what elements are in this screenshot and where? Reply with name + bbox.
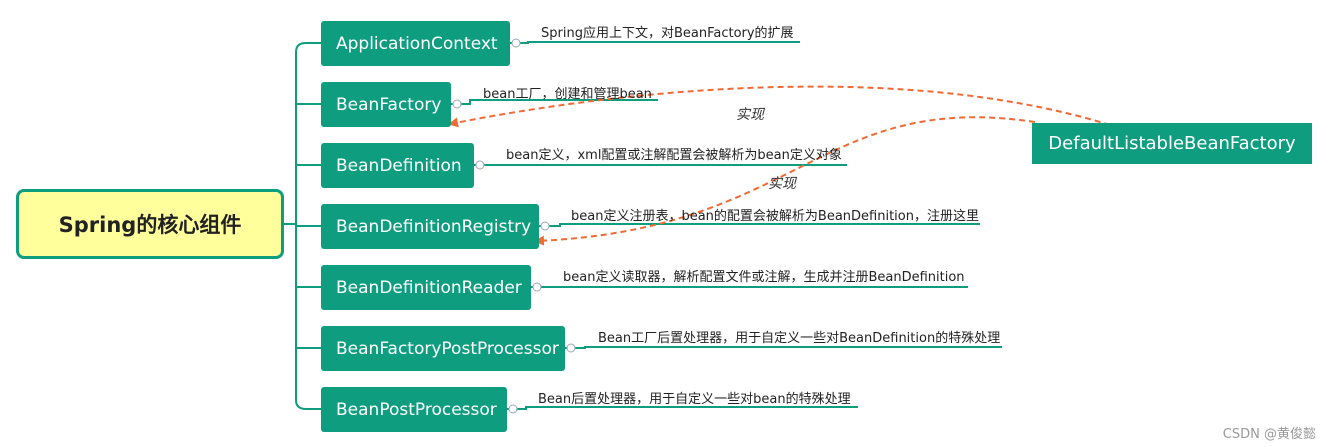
desc-bean-factory: bean工厂，创建和管理bean [483,87,652,102]
node-bean-definition-reader[interactable]: BeanDefinitionReader [321,265,531,310]
desc-application-context: Spring应用上下文，对BeanFactory的扩展 [541,26,794,41]
node-bean-factory-post-processor[interactable]: BeanFactoryPostProcessor [321,326,565,371]
desc-bean-definition-reader: bean定义读取器，解析配置文件或注解，生成并注册BeanDefinition [563,270,965,285]
relation-label-implements-1: 实现 [736,107,764,123]
root-node[interactable]: Spring的核心组件 [16,189,284,259]
node-bean-post-processor[interactable]: BeanPostProcessor [321,387,507,432]
node-bean-definition[interactable]: BeanDefinition [321,143,474,188]
desc-bean-definition: bean定义，xml配置或注解配置会被解析为bean定义对象 [506,148,842,163]
collapse-toggles [452,38,576,414]
desc-bean-definition-registry: bean定义注册表，bean的配置会被解析为BeanDefinition，注册这… [571,209,979,224]
implements-arrow-beanfactory [448,85,1111,128]
watermark: CSDN @黄俊懿 [1222,427,1316,442]
implements-arrow-registry [534,116,1036,246]
node-bean-factory[interactable]: BeanFactory [321,82,451,127]
node-bean-definition-registry[interactable]: BeanDefinitionRegistry [321,204,539,249]
desc-bean-factory-post-processor: Bean工厂后置处理器，用于自定义一些对BeanDefinition的特殊处理 [598,331,1001,346]
relation-label-implements-2: 实现 [768,176,796,192]
tree-branches [284,42,321,410]
node-default-listable-bean-factory[interactable]: DefaultListableBeanFactory [1032,123,1312,164]
node-application-context[interactable]: ApplicationContext [321,21,510,66]
desc-bean-post-processor: Bean后置处理器，用于自定义一些对bean的特殊处理 [538,392,851,407]
